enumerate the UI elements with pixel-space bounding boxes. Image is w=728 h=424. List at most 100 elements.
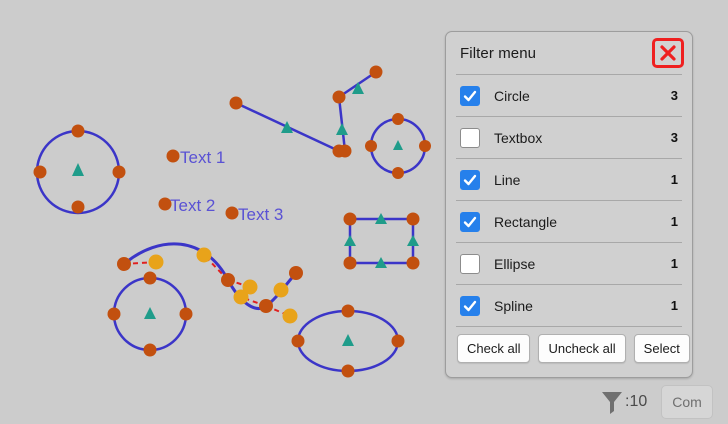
handle-point[interactable] — [225, 206, 239, 220]
divider — [456, 200, 682, 201]
handle-point[interactable] — [369, 65, 383, 79]
filter-count: 3 — [670, 130, 678, 145]
handle-point[interactable] — [143, 343, 157, 357]
shape-spline[interactable] — [117, 242, 303, 324]
handle-point[interactable] — [341, 364, 355, 378]
handle-point[interactable] — [291, 334, 305, 348]
handle-point[interactable] — [71, 124, 85, 138]
shape-circle-2[interactable] — [365, 113, 431, 179]
panel-title: Filter menu — [460, 44, 537, 62]
handle-point[interactable] — [112, 165, 126, 179]
spline-control-point[interactable] — [196, 247, 212, 263]
bottom-status-bar: :10 Com — [600, 385, 713, 419]
filter-menu-panel: Filter menu Circle 3 Textbox — [445, 31, 693, 378]
close-x-icon — [660, 45, 676, 61]
handle-point[interactable] — [419, 140, 431, 152]
divider — [456, 284, 682, 285]
filter-count: 1 — [670, 298, 678, 313]
textbox-3-label: Text 3 — [238, 205, 283, 224]
handle-point[interactable] — [332, 90, 346, 104]
uncheck-all-button[interactable]: Uncheck all — [538, 334, 626, 363]
handle-point[interactable] — [391, 334, 405, 348]
check-all-button[interactable]: Check all — [457, 334, 531, 363]
filter-row-textbox[interactable]: Textbox 3 — [446, 117, 692, 158]
checkbox-rectangle[interactable] — [460, 211, 480, 232]
divider — [456, 158, 682, 159]
shape-circle-1[interactable] — [33, 124, 126, 215]
check-icon — [463, 90, 477, 101]
shape-line-2[interactable] — [332, 65, 383, 158]
panel-action-row: Check all Uncheck all Select — [446, 327, 692, 363]
filter-row-spline[interactable]: Spline 1 — [446, 285, 692, 326]
spline-knot[interactable] — [117, 257, 131, 271]
textbox-2-label: Text 2 — [170, 196, 215, 215]
spline-control-point[interactable] — [148, 254, 164, 270]
handle-point[interactable] — [143, 271, 157, 285]
handle-point[interactable] — [229, 96, 243, 110]
spline-knot[interactable] — [221, 273, 235, 287]
check-icon — [463, 216, 477, 227]
handle-point[interactable] — [71, 200, 85, 214]
funnel-filter-icon[interactable] — [600, 389, 624, 415]
filter-count: 3 — [670, 88, 678, 103]
filter-label: Textbox — [494, 129, 543, 146]
handle-point[interactable] — [392, 113, 404, 125]
handle-point[interactable] — [33, 165, 47, 179]
checkbox-line[interactable] — [460, 169, 480, 190]
filter-row-ellipse[interactable]: Ellipse 1 — [446, 243, 692, 284]
filter-label: Ellipse — [494, 255, 536, 272]
divider — [456, 74, 682, 75]
handle-point[interactable] — [107, 307, 121, 321]
filter-label: Circle — [494, 87, 530, 104]
spline-control-point[interactable] — [273, 282, 289, 298]
textbox-1[interactable]: Text 1 — [166, 148, 226, 167]
checkbox-textbox[interactable] — [460, 127, 480, 148]
checkbox-circle[interactable] — [460, 85, 480, 106]
filter-row-circle[interactable]: Circle 3 — [446, 75, 692, 116]
handle-point[interactable] — [343, 256, 357, 270]
checkbox-spline[interactable] — [460, 295, 480, 316]
checkbox-ellipse[interactable] — [460, 253, 480, 274]
select-button[interactable]: Select — [633, 334, 690, 363]
textbox-3[interactable]: Text 3 — [225, 205, 284, 224]
spline-knot[interactable] — [289, 266, 303, 280]
close-button[interactable] — [652, 38, 684, 68]
filter-count-label: :10 — [625, 393, 648, 410]
spline-control-point[interactable] — [242, 279, 258, 295]
command-button[interactable]: Com — [661, 385, 713, 419]
handle-point[interactable] — [179, 307, 193, 321]
divider — [456, 116, 682, 117]
filter-label: Line — [494, 171, 521, 188]
filter-count: 1 — [670, 172, 678, 187]
handle-point[interactable] — [365, 140, 377, 152]
textbox-2[interactable]: Text 2 — [158, 196, 216, 215]
handle-point[interactable] — [406, 212, 420, 226]
spline-knot[interactable] — [259, 299, 273, 313]
textbox-1-label: Text 1 — [180, 148, 225, 167]
handle-point[interactable] — [343, 212, 357, 226]
shape-circle-3[interactable] — [107, 271, 193, 357]
handle-point[interactable] — [166, 149, 180, 163]
shape-rectangle[interactable] — [343, 212, 420, 270]
handle-point[interactable] — [341, 304, 355, 318]
divider — [456, 242, 682, 243]
handle-point[interactable] — [406, 256, 420, 270]
shape-line-1[interactable] — [229, 96, 346, 158]
divider — [456, 326, 682, 327]
filter-menu-header: Filter menu — [446, 32, 692, 74]
filter-row-rectangle[interactable]: Rectangle 1 — [446, 201, 692, 242]
filter-label: Spline — [494, 297, 533, 314]
check-icon — [463, 300, 477, 311]
spline-control-point[interactable] — [233, 289, 249, 305]
handle-point[interactable] — [338, 144, 352, 158]
spline-control-point[interactable] — [282, 308, 298, 324]
filter-row-line[interactable]: Line 1 — [446, 159, 692, 200]
handle-point[interactable] — [392, 167, 404, 179]
filter-count: 1 — [670, 256, 678, 271]
shape-ellipse[interactable] — [291, 304, 405, 378]
check-icon — [463, 174, 477, 185]
filter-count: 1 — [670, 214, 678, 229]
handle-point[interactable] — [158, 197, 172, 211]
